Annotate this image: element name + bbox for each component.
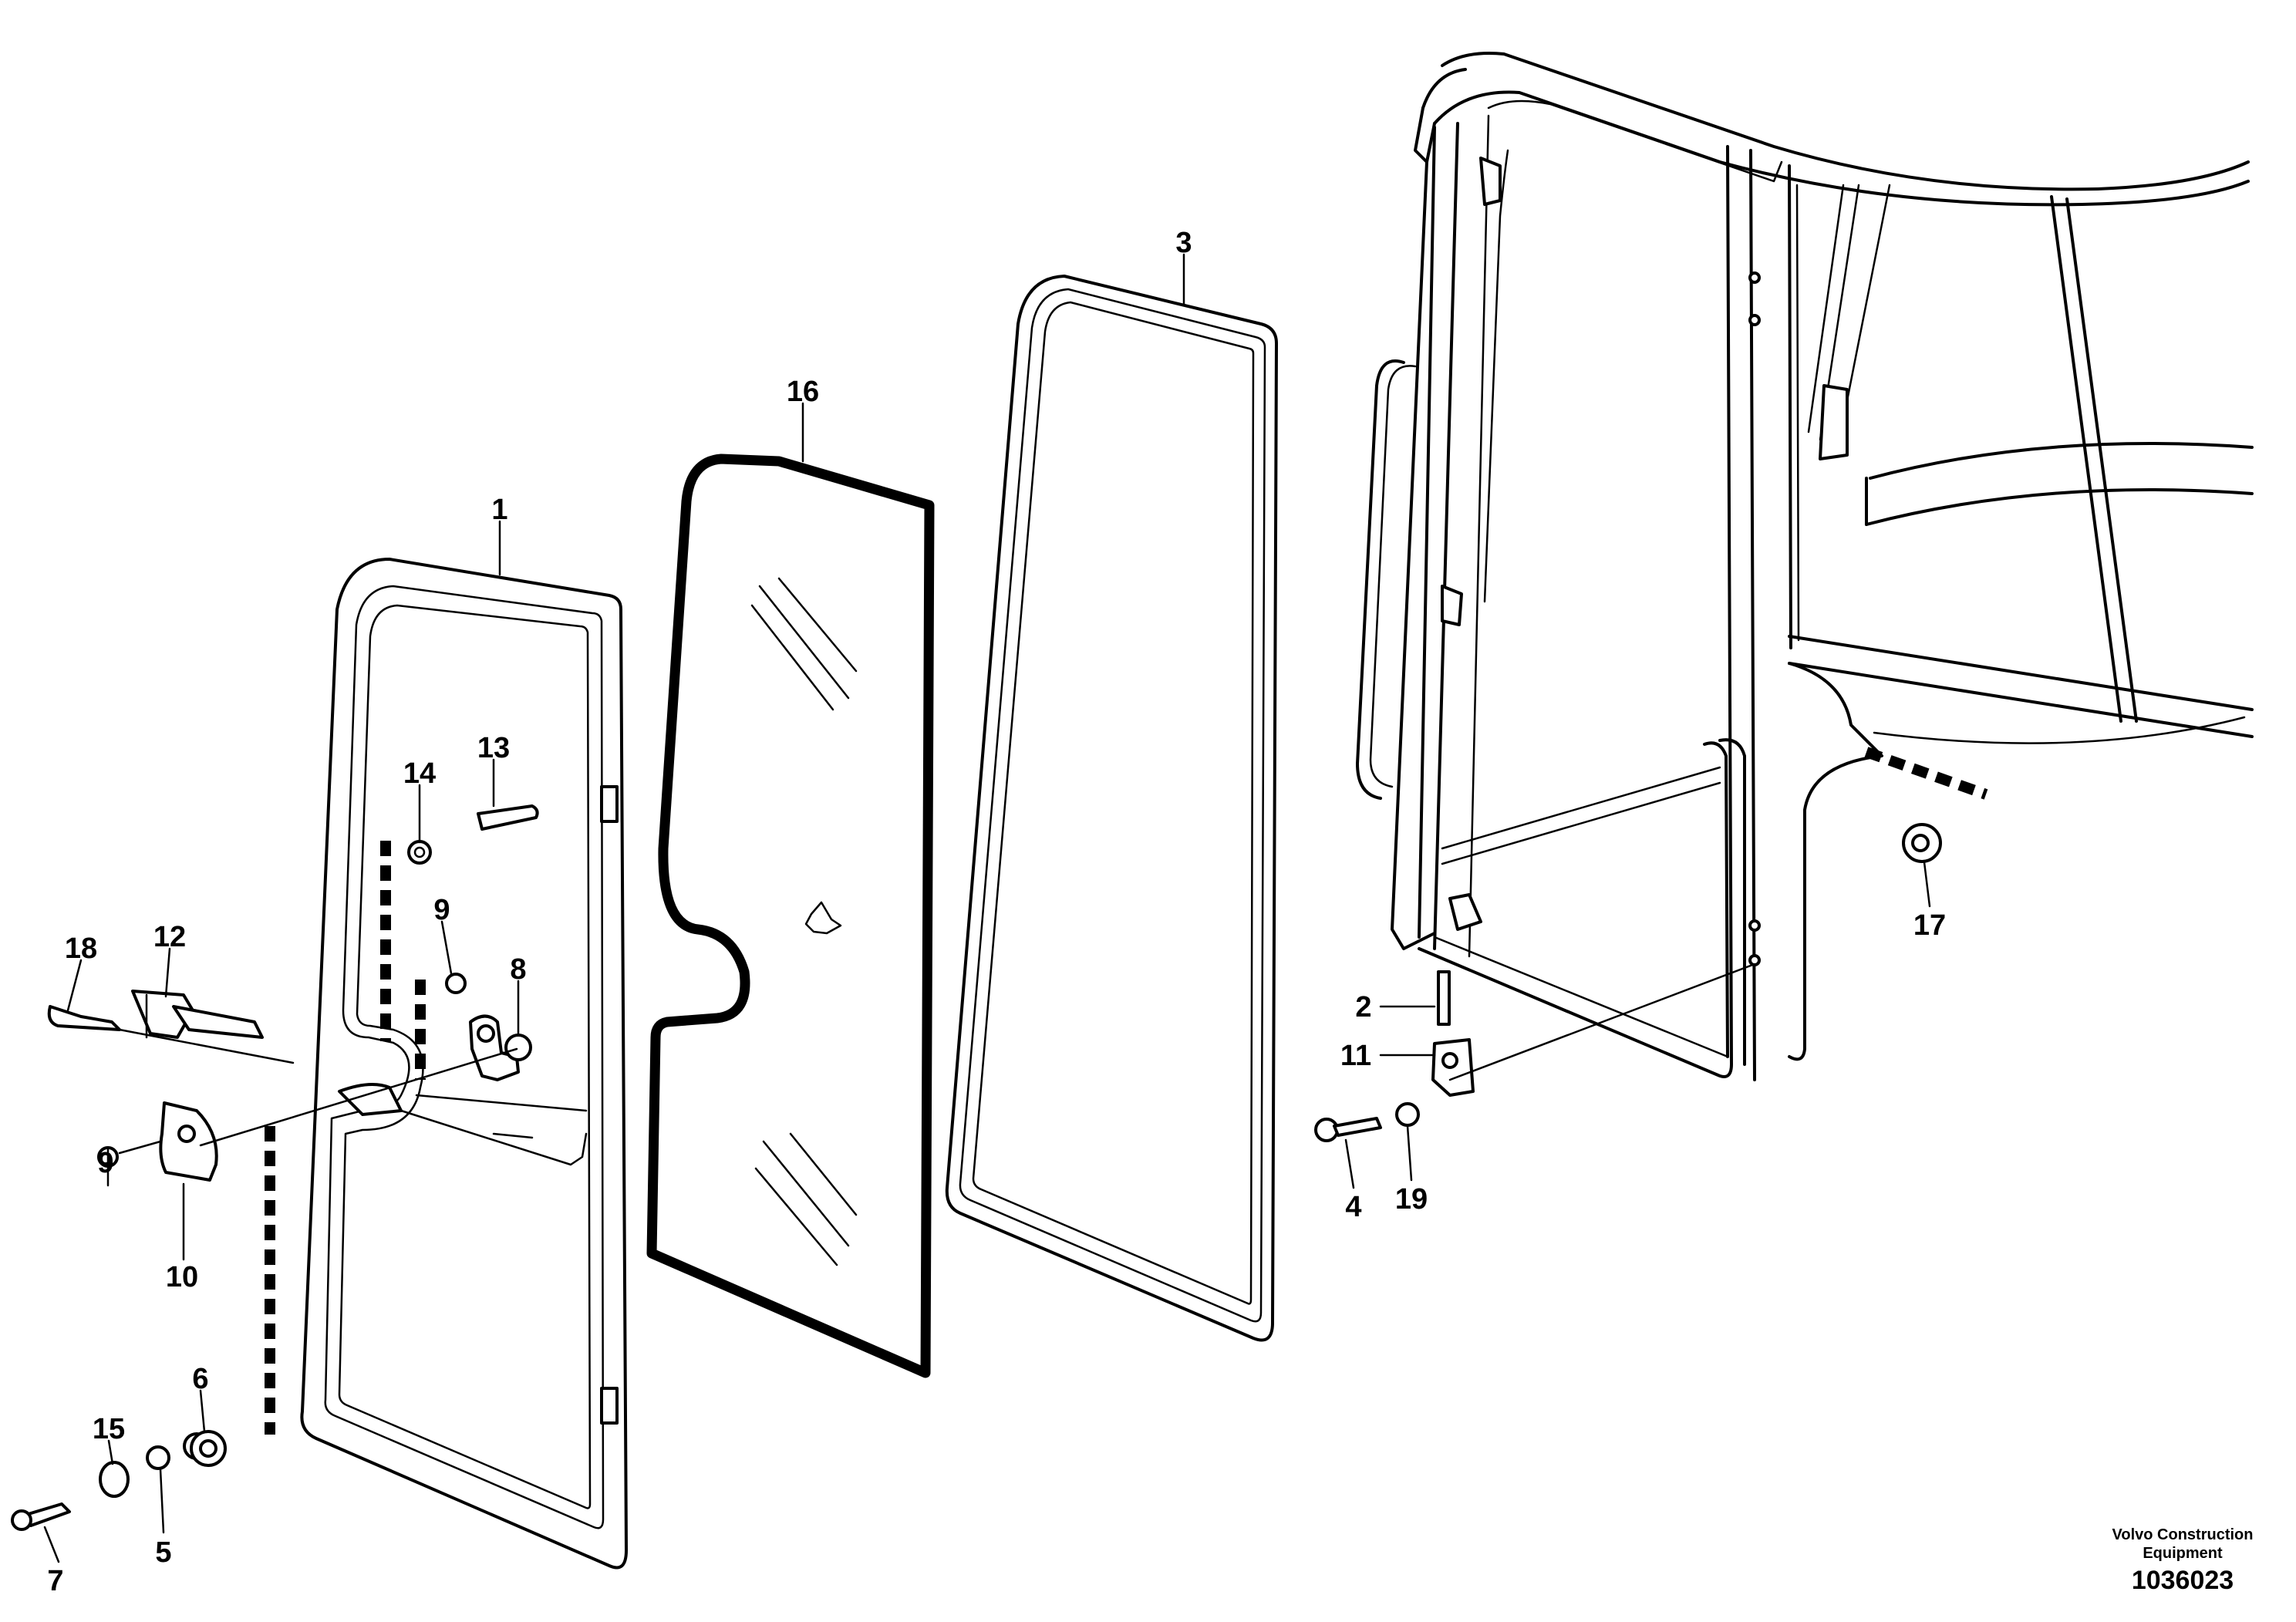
hardware xyxy=(11,804,1942,1531)
callout-16: 16 xyxy=(787,376,819,408)
callout-7: 7 xyxy=(47,1565,63,1597)
cab-structure xyxy=(1356,52,2254,1081)
door-frame xyxy=(300,558,628,1570)
callout-8: 8 xyxy=(510,953,526,986)
callouts: 1 16 3 14 13 9 8 12 18 9 10 6 15 5 7 17 … xyxy=(47,227,1946,1597)
callout-15: 15 xyxy=(93,1413,125,1445)
callout-13: 13 xyxy=(477,732,510,764)
glass-pane xyxy=(646,454,935,1378)
leader-lines xyxy=(43,253,1931,1563)
brand-label: Volvo Construction Equipment xyxy=(2082,1526,2283,1563)
callout-9-upper: 9 xyxy=(433,894,450,926)
rubber-seal xyxy=(945,275,1278,1342)
callout-4: 4 xyxy=(1345,1191,1361,1223)
callout-18: 18 xyxy=(65,932,97,965)
callout-3: 3 xyxy=(1175,227,1192,259)
callout-1: 1 xyxy=(491,494,507,526)
callout-12: 12 xyxy=(153,921,186,953)
brand-line-2: Equipment xyxy=(2143,1545,2223,1562)
callout-17: 17 xyxy=(1913,909,1946,942)
callout-2: 2 xyxy=(1355,991,1371,1023)
callout-6: 6 xyxy=(192,1363,208,1395)
document-number: 1036023 xyxy=(2131,1566,2234,1595)
callout-5: 5 xyxy=(155,1536,171,1569)
callout-10: 10 xyxy=(166,1261,198,1293)
callout-14: 14 xyxy=(403,757,436,790)
assembly-dashed-lines xyxy=(265,747,1988,1435)
callout-19: 19 xyxy=(1395,1183,1428,1216)
callout-11: 11 xyxy=(1340,1040,1371,1072)
brand-line-1: Volvo Construction xyxy=(2112,1526,2254,1543)
callout-9-lower: 9 xyxy=(97,1147,113,1179)
